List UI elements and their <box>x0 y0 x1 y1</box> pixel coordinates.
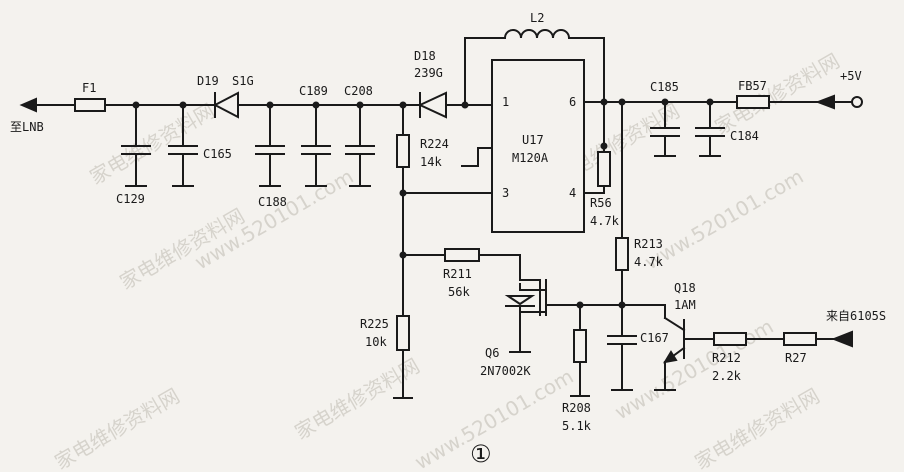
plus5v-input-arrow <box>815 94 835 110</box>
c188-label: C188 <box>258 195 287 209</box>
plus5v-label: +5V <box>840 69 862 83</box>
q6-part: 2N7002K <box>480 364 531 378</box>
watermark-url: www.520101.com <box>641 164 808 274</box>
capacitor-c188 <box>255 104 285 187</box>
r225-value: 10k <box>365 335 387 349</box>
ferrite-fb57 <box>736 95 770 109</box>
f1-label: F1 <box>82 81 96 95</box>
r211-value: 56k <box>448 285 470 299</box>
diode-d18 <box>417 91 447 119</box>
from-6105s-label: 来自6105S <box>826 309 886 323</box>
d19-label: D19 <box>197 74 219 88</box>
r225-label: R225 <box>360 317 389 331</box>
inductor-l2 <box>464 29 605 106</box>
c185-label: C185 <box>650 80 679 94</box>
capacitor-c185 <box>650 101 680 157</box>
u17-label: U17 <box>522 133 544 147</box>
watermark-text: 家电维修资料网 <box>711 49 844 140</box>
q6-label: Q6 <box>485 346 499 360</box>
watermark-url: www.520101.com <box>611 314 778 424</box>
r27-label: R27 <box>785 351 807 365</box>
c165-label: C165 <box>203 147 232 161</box>
q18-label: Q18 <box>674 281 696 295</box>
watermark-url: www.520101.com <box>411 364 578 472</box>
capacitor-c184 <box>695 101 725 157</box>
watermark-text: 家电维修资料网 <box>691 384 824 472</box>
c129-label: C129 <box>116 192 145 206</box>
diode-d19 <box>212 91 239 119</box>
fuse-f1 <box>74 98 106 112</box>
resistor-r208 <box>573 329 587 363</box>
r211-label: R211 <box>443 267 472 281</box>
fb57-label: FB57 <box>738 79 767 93</box>
r212-label: R212 <box>712 351 741 365</box>
to-lnb-label: 至LNB <box>10 120 44 134</box>
ic-u17 <box>491 59 585 233</box>
r56-value: 4.7k <box>590 214 620 228</box>
c208-label: C208 <box>344 84 373 98</box>
l2-label: L2 <box>530 11 544 25</box>
d18-label: D18 <box>414 49 436 63</box>
resistor-r56 <box>597 151 611 187</box>
c184-label: C184 <box>730 129 759 143</box>
r212-value: 2.2k <box>712 369 742 383</box>
r56-label: R56 <box>590 196 612 210</box>
figure-number: ① <box>470 440 492 468</box>
watermark-text: 家电维修资料网 <box>51 384 184 472</box>
c189-label: C189 <box>299 84 328 98</box>
s1g-label: S1G <box>232 74 254 88</box>
transistor-q18 <box>654 316 715 391</box>
d18-value: 239G <box>414 66 443 80</box>
capacitor-c129 <box>121 104 151 187</box>
r213-value: 4.7k <box>634 255 664 269</box>
pin-1-label: 1 <box>502 95 509 109</box>
resistor-r224 <box>396 104 410 194</box>
capacitor-c189 <box>301 104 331 187</box>
watermark-text: 家电维修资料网 <box>86 99 219 190</box>
plus5v-terminal <box>851 96 863 108</box>
r213-label: R213 <box>634 237 663 251</box>
r224-label: R224 <box>420 137 449 151</box>
input-arrow-6105s <box>831 330 853 348</box>
capacitor-c167 <box>607 304 637 391</box>
mosfet-q6 <box>504 279 581 353</box>
resistor-r211 <box>444 248 480 262</box>
r208-value: 5.1k <box>562 419 592 433</box>
q18-part: 1AM <box>674 298 696 312</box>
resistor-r213 <box>615 237 629 271</box>
lnb-output-arrow <box>19 97 37 113</box>
r208-label: R208 <box>562 401 591 415</box>
c167-label: C167 <box>640 331 669 345</box>
ic-ground-stub <box>477 147 493 167</box>
resistor-r27 <box>783 332 817 346</box>
capacitor-c208 <box>345 104 375 187</box>
pin-6-label: 6 <box>569 95 576 109</box>
capacitor-c165 <box>168 104 198 187</box>
pin-4-label: 4 <box>569 186 576 200</box>
resistor-r225 <box>396 315 410 351</box>
u17-part: M120A <box>512 151 549 165</box>
resistor-r212 <box>713 332 747 346</box>
r224-value: 14k <box>420 155 442 169</box>
pin-3-label: 3 <box>502 186 509 200</box>
